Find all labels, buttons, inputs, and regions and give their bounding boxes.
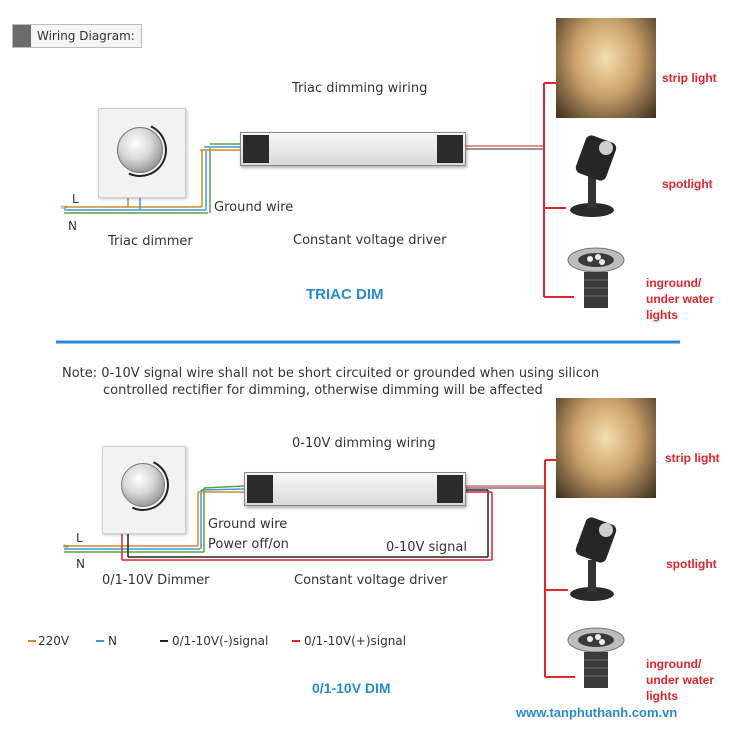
triac-strip-light-label: strip light (662, 71, 717, 85)
zero10-output-wires (464, 459, 575, 678)
triac-N-label: N (68, 219, 77, 233)
zero10-section-title: 0/1-10V DIM (312, 680, 391, 696)
legend-n: N (108, 634, 117, 648)
triac-driver (240, 132, 466, 166)
header-square-icon (13, 25, 31, 47)
triac-dimmer-panel (98, 108, 186, 198)
triac-L-label: L (72, 192, 79, 206)
zero10-power-label: Power off/on (208, 537, 289, 552)
header-label: Wiring Diagram: (37, 29, 135, 43)
zero10-N-label: N (76, 557, 85, 571)
triac-inground-label: inground/ under water lights (646, 276, 715, 322)
triac-inground-light-image (567, 247, 625, 308)
triac-driver-label: Constant voltage driver (293, 233, 447, 248)
triac-terminal-icon: ≈ (60, 203, 68, 213)
zero10-strip-light-label: strip light (665, 451, 720, 465)
zero10-ground-wire-label: Ground wire (208, 517, 288, 532)
wiring-diagram-header: Wiring Diagram: (12, 24, 142, 48)
zero10-terminal-icon: ≈ (62, 542, 70, 552)
zero10-dimmer-knob (121, 463, 165, 507)
footer-url[interactable]: www.tanphuthanh.com.vn (516, 705, 678, 720)
legend-plus-signal: 0/1-10V(+)signal (304, 634, 407, 648)
triac-driver-endcap-right (437, 135, 463, 163)
zero10-driver-endcap-left (247, 475, 273, 503)
triac-strip-light-image (556, 18, 656, 118)
zero10-input-wires (64, 485, 493, 561)
zero10-driver-label: Constant voltage driver (294, 573, 448, 588)
zero10-L-label: L (76, 531, 83, 545)
triac-spotlight-label: spotlight (662, 177, 713, 191)
triac-dimmer-arc (105, 115, 175, 185)
triac-spotlight-image (570, 135, 617, 217)
note-line-1: Note: 0-10V signal wire shall not be sho… (62, 366, 600, 381)
zero10-inground-label: inground/ under water lights (646, 657, 715, 703)
triac-input-wires (64, 143, 240, 214)
zero10-dimmer-arc (109, 451, 177, 519)
triac-dimmer-label: Triac dimmer (108, 234, 193, 249)
triac-section-title: TRIAC DIM (306, 286, 384, 303)
triac-ground-wire-label: Ground wire (214, 200, 294, 215)
zero10-dimmer-panel (102, 446, 186, 534)
triac-output-wires (464, 82, 574, 298)
zero10-dimmer-label: 0/1-10V Dimmer (102, 573, 210, 588)
zero10-spotlight-image (570, 517, 617, 601)
legend-220v: 220V (38, 634, 70, 648)
note-line-2: controlled rectifier for dimming, otherw… (103, 383, 543, 398)
zero10-driver-endcap-right (437, 475, 463, 503)
zero10-spotlight-label: spotlight (666, 557, 717, 571)
zero10-driver (244, 472, 466, 506)
triac-driver-endcap-left (243, 135, 269, 163)
zero10-title: 0-10V dimming wiring (292, 436, 436, 451)
zero10-signal-label: 0-10V signal (386, 540, 467, 555)
triac-dimmer-knob (117, 127, 163, 173)
zero10-inground-light-image (567, 627, 625, 688)
zero10-strip-light-image (556, 398, 656, 498)
triac-title: Triac dimming wiring (292, 81, 428, 96)
legend-minus-signal: 0/1-10V(-)signal (172, 634, 269, 648)
